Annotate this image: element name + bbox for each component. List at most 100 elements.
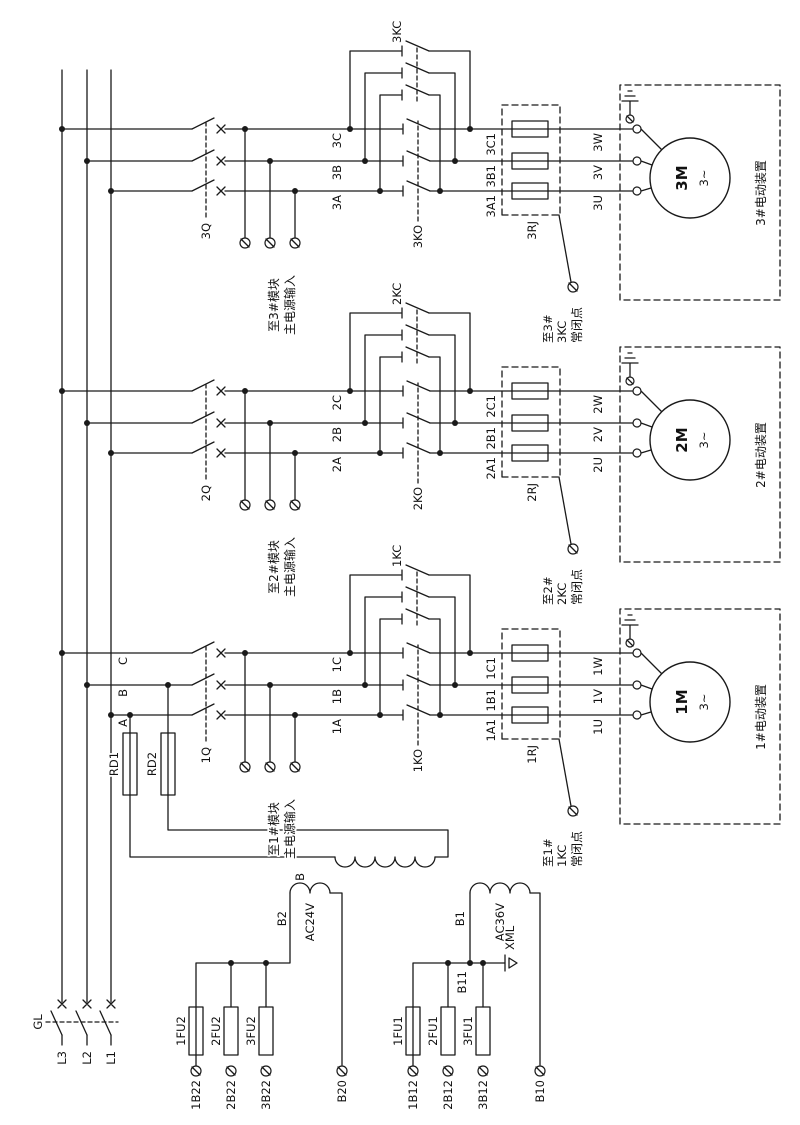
bus-label-l2: L2 [80,1051,94,1065]
nc-label-line2: 1KC [555,845,569,867]
ground-icon [621,90,639,124]
nc-label-line3: 常闭点 [570,831,584,867]
ko-label: 1KO [411,749,425,772]
terminal-label: 2B22 [224,1080,238,1110]
secondary36-voltage: AC36V [493,903,507,941]
bus-label-l1: L1 [104,1051,118,1065]
heater-element-icon [511,152,549,170]
wire-label: 2U [591,457,605,473]
feed-terminal-icons [239,499,301,511]
feed-label-line1: 至3#模块 [267,278,281,332]
circuit-1: 1Q 至1#模块 主电源输入 1A 1B 1C 1KO 1KC 1A1 1B1 [59,543,781,869]
nc-tap-wire [558,738,572,807]
wire-label: 2B1 [484,427,498,450]
thermal-relay-box [501,628,561,740]
nc-label-line2: 3KC [555,321,569,343]
bus-label-l3: L3 [55,1051,69,1065]
wire-label: 3A [330,195,344,210]
relay-label: 2RJ [525,483,539,502]
disconnect-label: 2Q [199,485,213,501]
wire-label: 1A [330,719,344,734]
power-bus: GL L3 L2 L1 [29,69,120,1066]
contactor-label: 2KC [390,283,404,305]
blade-cross-icon [216,648,226,720]
disconnect-label: 3Q [199,223,213,239]
wire-label: 3C1 [484,133,498,156]
wire-label: 1B1 [484,689,498,712]
gl-switch-blades [50,1010,112,1036]
nc-label-line1: 至1# [541,839,555,867]
contactor-label: 1KC [390,545,404,567]
rd2-label: RD2 [145,752,159,776]
gl-label: GL [31,1014,45,1030]
heater-element-icon [511,414,549,432]
transformer-label: B [293,873,307,881]
circuit-2: 2Q 至2#模块 主电源输入 2A 2B 2C 2KO 2KC 2A1 2B1 [59,281,781,607]
junction-dots [59,650,473,718]
control-terminal-icons [190,1065,546,1077]
motor-label: 1M [673,689,691,714]
motor-unit-box [619,608,781,825]
motor-lead-wires [640,652,663,716]
fuse-label: 3FU1 [461,1016,475,1046]
nc-terminal-icon [567,281,579,293]
fuse-1fu1 [405,1006,421,1056]
nc-label-line1: 至2# [541,577,555,605]
heater-element-icon [511,444,549,462]
motor-unit-box [619,346,781,563]
nc-terminal-icon [567,543,579,555]
control-wiring [195,892,541,1067]
wire-label: 2A [330,457,344,472]
fuse-3fu1 [475,1006,491,1056]
nc-tap-wire [558,476,572,545]
junction-dots [127,682,486,966]
junction-dots [59,388,473,456]
device-label: 2#电动装置 [754,422,768,488]
motor-circle [649,399,731,481]
wire-label: 2B [330,427,344,442]
feed-terminal-icons [239,761,301,773]
secondary24-coil [289,882,331,894]
terminal-label: 2B12 [441,1080,455,1110]
feed-tap-wires [244,128,296,239]
motor-circle [649,661,731,743]
nc-label-line1: 至3# [541,315,555,343]
phase-wires [61,390,634,454]
fuse-label: 1FU2 [174,1016,188,1046]
motor-lead-wires [640,128,663,192]
wire-label: 1U [591,719,605,735]
rd-feed-wires [129,684,449,858]
ground-icon [621,352,639,386]
wire-label: 2W [591,395,605,414]
wire-label: 3C [330,133,344,148]
nc-tap-wire [558,214,572,283]
motor-phase-label: 3~ [697,694,711,711]
ground-icon [621,614,639,648]
motor-lead-wires [640,390,663,454]
fuse-label: 3FU2 [244,1016,258,1046]
circuit-3: 3Q 至3#模块 主电源输入 3A 3B 3C 3KO 3KC 3A1 3B1 [59,19,781,345]
wire-b11-label: B11 [455,971,469,994]
bus-lines [61,69,112,1046]
nc-terminal-icon [567,805,579,817]
feed-terminal-icons [239,237,301,249]
motor-label: 2M [673,427,691,452]
phase-marker-b: B [116,689,130,697]
fuse-rd2 [160,732,176,796]
blade-cross-icon [216,386,226,458]
wire-label: 2A1 [484,457,498,480]
motor-circle [649,137,731,219]
fuse-label: 1FU1 [391,1016,405,1046]
contactor-bypass-wires [349,50,471,192]
fuse-label: 2FU2 [209,1016,223,1046]
feed-label-line1: 至1#模块 [267,802,281,856]
fuse-2fu2 [223,1006,239,1056]
nc-label-line2: 2KC [555,583,569,605]
socket-label: XML [503,925,517,950]
wire-label: 2V [591,427,605,442]
phase-wires [61,128,634,192]
device-label: 1#电动装置 [754,684,768,750]
contactor-label: 3KC [390,21,404,43]
ko-label: 2KO [411,487,425,510]
relay-label: 3RJ [525,221,539,240]
